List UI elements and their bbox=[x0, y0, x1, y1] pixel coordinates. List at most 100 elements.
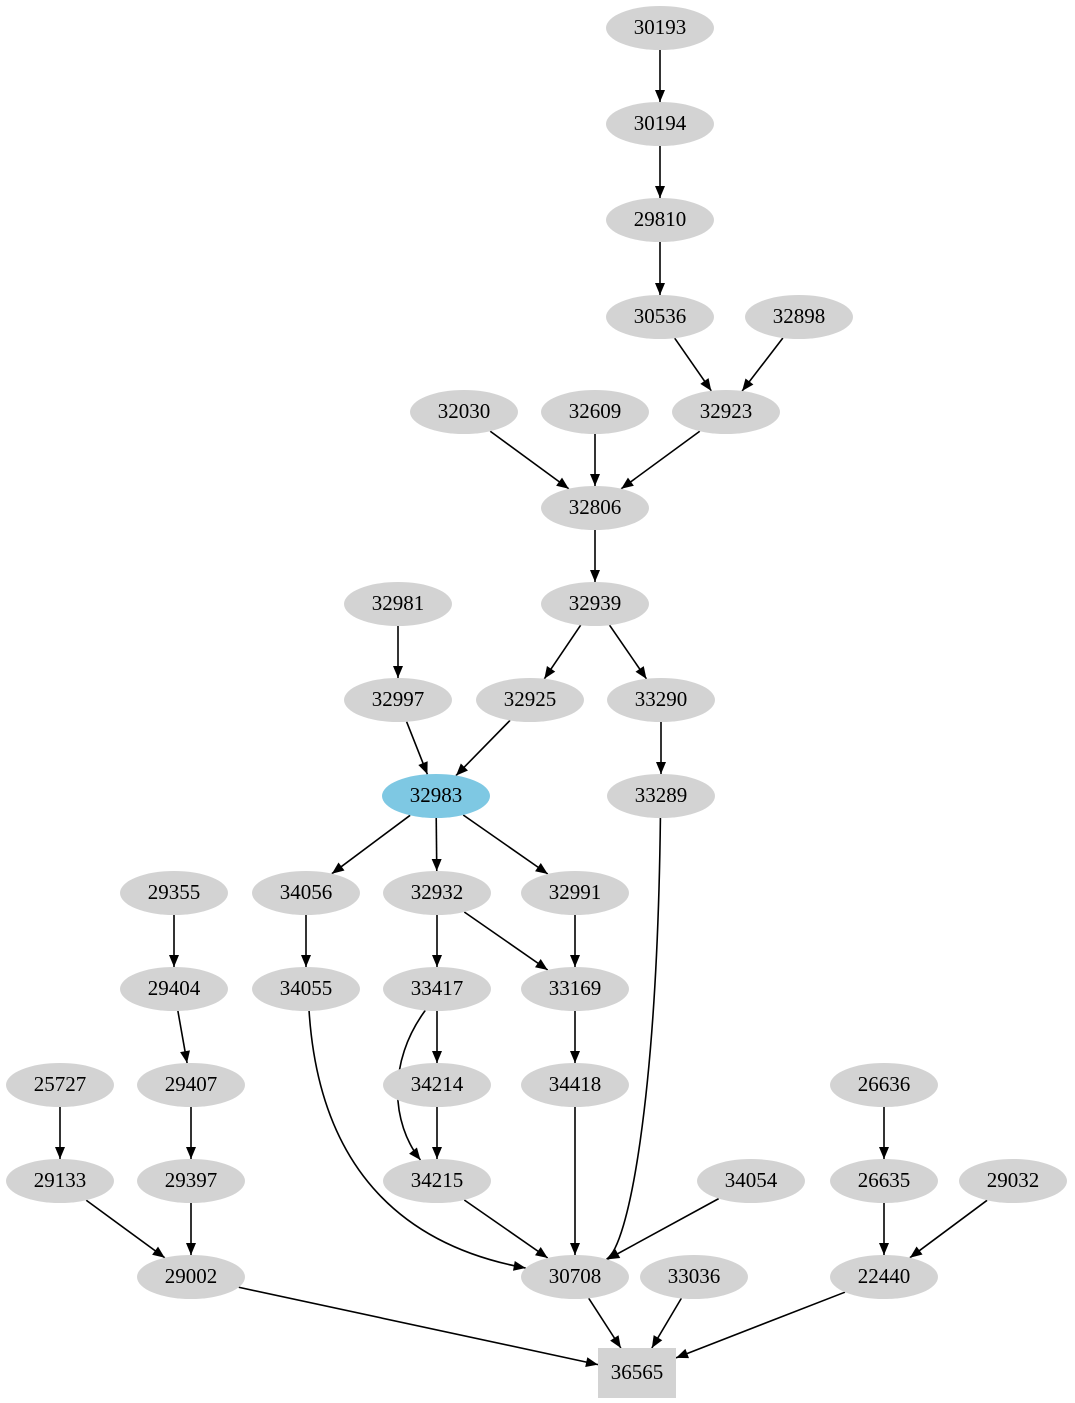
graph-node[interactable]: 32898 bbox=[745, 295, 853, 339]
node-ellipse-shape[interactable] bbox=[607, 678, 715, 722]
edge-arrowhead bbox=[432, 955, 442, 967]
edge-arrowhead bbox=[570, 955, 580, 967]
graph-node[interactable]: 32939 bbox=[541, 582, 649, 626]
graph-node[interactable]: 34214 bbox=[383, 1063, 491, 1107]
graph-node[interactable]: 32923 bbox=[672, 390, 780, 434]
node-ellipse-shape[interactable] bbox=[383, 871, 491, 915]
node-ellipse-shape[interactable] bbox=[344, 678, 452, 722]
node-ellipse-shape[interactable] bbox=[137, 1255, 245, 1299]
graph-node[interactable]: 32806 bbox=[541, 486, 649, 530]
edge-arrowhead bbox=[544, 666, 556, 679]
graph-node[interactable]: 33169 bbox=[521, 967, 629, 1011]
graph-node[interactable]: 29404 bbox=[120, 967, 228, 1011]
node-ellipse-shape[interactable] bbox=[606, 6, 714, 50]
graph-node[interactable]: 32997 bbox=[344, 678, 452, 722]
graph-node[interactable]: 29002 bbox=[137, 1255, 245, 1299]
graph-node[interactable]: 30708 bbox=[521, 1255, 629, 1299]
node-ellipse-shape[interactable] bbox=[410, 390, 518, 434]
node-ellipse-shape[interactable] bbox=[521, 871, 629, 915]
edge-arrowhead bbox=[512, 1260, 526, 1271]
graph-node-highlighted[interactable]: 32983 bbox=[382, 774, 490, 818]
edge-arrowhead bbox=[742, 378, 754, 392]
graph-node[interactable]: 29032 bbox=[959, 1159, 1067, 1203]
node-ellipse-shape[interactable] bbox=[344, 582, 452, 626]
node-ellipse-shape[interactable] bbox=[541, 486, 649, 530]
node-ellipse-shape[interactable] bbox=[606, 198, 714, 242]
graph-node[interactable]: 30536 bbox=[606, 295, 714, 339]
node-ellipse-shape[interactable] bbox=[830, 1063, 938, 1107]
edge-arrowhead bbox=[418, 761, 428, 775]
graph-node[interactable]: 29407 bbox=[137, 1063, 245, 1107]
node-ellipse-shape[interactable] bbox=[383, 1159, 491, 1203]
graph-node[interactable]: 29133 bbox=[6, 1159, 114, 1203]
node-ellipse-shape[interactable] bbox=[672, 390, 780, 434]
node-ellipse-shape[interactable] bbox=[607, 774, 715, 818]
node-ellipse-shape[interactable] bbox=[6, 1063, 114, 1107]
node-ellipse-shape[interactable] bbox=[382, 774, 490, 818]
edge-arrowhead bbox=[590, 570, 600, 582]
graph-node[interactable]: 29397 bbox=[137, 1159, 245, 1203]
node-ellipse-shape[interactable] bbox=[120, 871, 228, 915]
graph-node[interactable]: 34215 bbox=[383, 1159, 491, 1203]
node-ellipse-shape[interactable] bbox=[120, 967, 228, 1011]
node-ellipse-shape[interactable] bbox=[521, 1255, 629, 1299]
graph-edge bbox=[238, 1286, 599, 1366]
graph-node[interactable]: 33036 bbox=[640, 1255, 748, 1299]
edge-arrowhead bbox=[186, 1147, 196, 1159]
node-ellipse-shape[interactable] bbox=[252, 967, 360, 1011]
graph-node[interactable]: 32932 bbox=[383, 871, 491, 915]
graph-node[interactable]: 34055 bbox=[252, 967, 360, 1011]
graph-edge bbox=[331, 814, 411, 875]
node-ellipse-shape[interactable] bbox=[521, 1063, 629, 1107]
graph-node[interactable]: 32609 bbox=[541, 390, 649, 434]
graph-node[interactable]: 32925 bbox=[476, 678, 584, 722]
graph-node[interactable]: 32981 bbox=[344, 582, 452, 626]
node-ellipse-shape[interactable] bbox=[606, 295, 714, 339]
node-ellipse-shape[interactable] bbox=[137, 1063, 245, 1107]
node-ellipse-shape[interactable] bbox=[521, 967, 629, 1011]
graph-node[interactable]: 34054 bbox=[697, 1159, 805, 1203]
graph-edge bbox=[463, 911, 549, 971]
edge-arrowhead bbox=[535, 959, 548, 971]
graph-node[interactable]: 32030 bbox=[410, 390, 518, 434]
graph-edge bbox=[606, 1197, 720, 1261]
node-ellipse-shape[interactable] bbox=[541, 390, 649, 434]
edge-arrowhead bbox=[432, 1147, 442, 1159]
graph-node[interactable]: 33289 bbox=[607, 774, 715, 818]
edge-arrowhead bbox=[879, 1243, 889, 1255]
graph-node[interactable]: 29355 bbox=[120, 871, 228, 915]
node-ellipse-shape[interactable] bbox=[640, 1255, 748, 1299]
node-ellipse-shape[interactable] bbox=[6, 1159, 114, 1203]
graph-node[interactable]: 33417 bbox=[383, 967, 491, 1011]
node-ellipse-shape[interactable] bbox=[541, 582, 649, 626]
node-ellipse-shape[interactable] bbox=[745, 295, 853, 339]
node-ellipse-shape[interactable] bbox=[383, 1063, 491, 1107]
graph-node[interactable]: 30194 bbox=[606, 102, 714, 146]
graph-node[interactable]: 29810 bbox=[606, 198, 714, 242]
graph-node[interactable]: 33290 bbox=[607, 678, 715, 722]
graph-node[interactable]: 36565 bbox=[598, 1348, 676, 1398]
node-ellipse-shape[interactable] bbox=[606, 102, 714, 146]
node-box-shape[interactable] bbox=[598, 1348, 676, 1398]
graph-edge bbox=[606, 817, 662, 1260]
graph-edge bbox=[462, 814, 549, 875]
node-ellipse-shape[interactable] bbox=[383, 967, 491, 1011]
node-ellipse-shape[interactable] bbox=[830, 1159, 938, 1203]
graph-node[interactable]: 34056 bbox=[252, 871, 360, 915]
node-ellipse-shape[interactable] bbox=[252, 871, 360, 915]
graph-node[interactable]: 32991 bbox=[521, 871, 629, 915]
node-ellipse-shape[interactable] bbox=[476, 678, 584, 722]
graph-node[interactable]: 22440 bbox=[830, 1255, 938, 1299]
node-ellipse-shape[interactable] bbox=[137, 1159, 245, 1203]
node-ellipse-shape[interactable] bbox=[697, 1159, 805, 1203]
edge-arrowhead bbox=[55, 1147, 65, 1159]
node-ellipse-shape[interactable] bbox=[959, 1159, 1067, 1203]
graph-node[interactable]: 26635 bbox=[830, 1159, 938, 1203]
graph-node[interactable]: 25727 bbox=[6, 1063, 114, 1107]
graph-edge bbox=[463, 1199, 549, 1259]
node-ellipse-shape[interactable] bbox=[830, 1255, 938, 1299]
graph-node[interactable]: 26636 bbox=[830, 1063, 938, 1107]
graph-node[interactable]: 30193 bbox=[606, 6, 714, 50]
graph-node[interactable]: 34418 bbox=[521, 1063, 629, 1107]
